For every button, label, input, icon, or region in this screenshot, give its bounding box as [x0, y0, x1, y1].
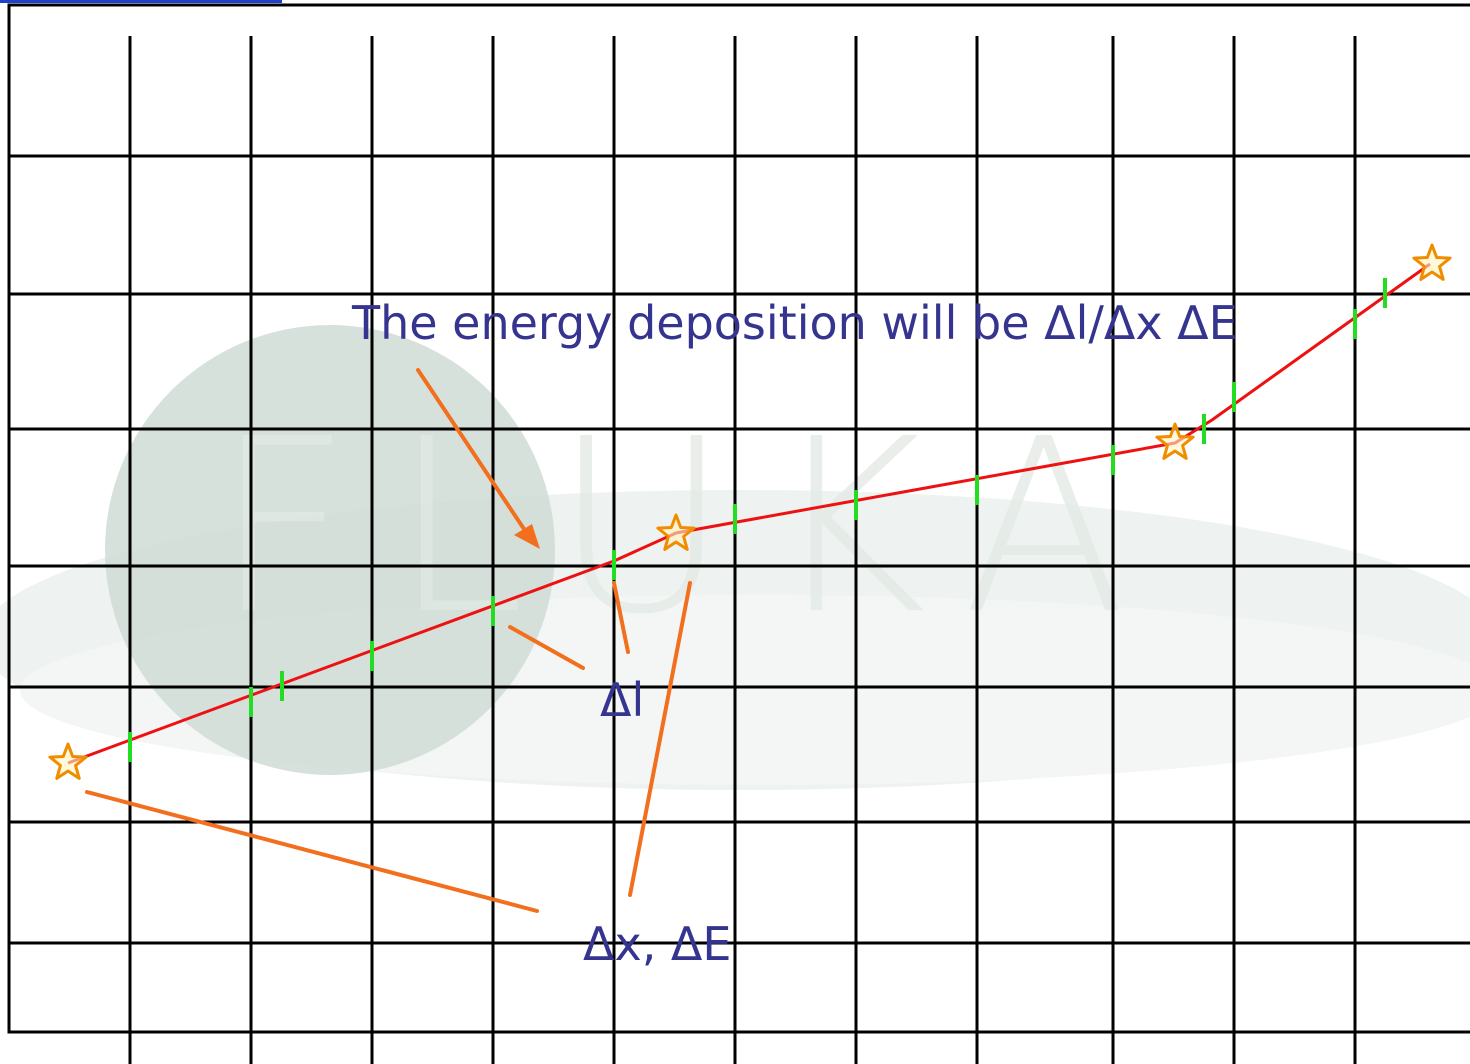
interaction-star	[656, 513, 696, 551]
delta-l-label: Δl	[600, 673, 644, 727]
top-bar	[0, 0, 282, 3]
delta-x-delta-e-label: Δx, ΔE	[583, 917, 731, 971]
title-pointer-arrowhead	[514, 524, 540, 549]
interaction-points	[48, 243, 1452, 780]
dl-pointer-2	[612, 581, 630, 654]
dl-pointer-1	[508, 625, 585, 670]
energy-deposition-title: The energy deposition will be Δl/Δx ΔE	[351, 296, 1238, 350]
step-boundaries	[128, 278, 1387, 762]
interaction-star	[1412, 243, 1452, 281]
pointers	[85, 368, 692, 913]
interaction-star	[1155, 422, 1195, 460]
particle-track	[67, 262, 1431, 765]
dxde-pointer-1	[85, 790, 539, 913]
grid-border	[7, 3, 1470, 1034]
interaction-star	[48, 742, 88, 780]
watermark-disc	[105, 325, 555, 775]
title-pointer-line	[416, 368, 532, 540]
dxde-pointer-2	[628, 581, 692, 897]
